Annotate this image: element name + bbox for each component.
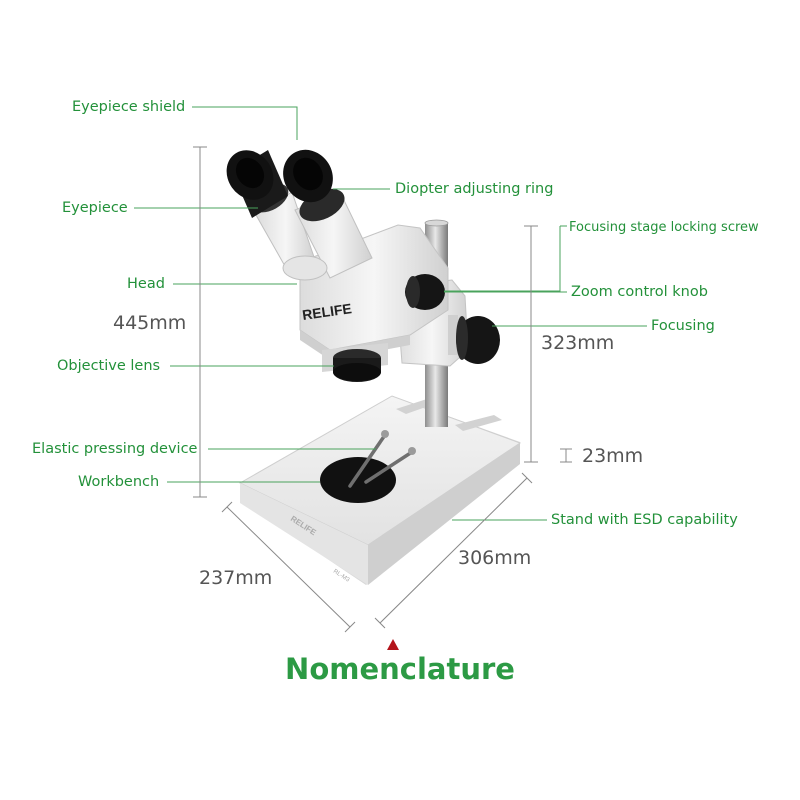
label-diopter-adjusting-ring: Diopter adjusting ring [395,181,554,197]
label-focusing: Focusing [651,318,715,334]
label-head: Head [127,276,165,292]
eyepiece-shield [226,149,333,203]
dimension-base-thickness: 23mm [582,445,644,467]
label-elastic-pressing-device: Elastic pressing device [32,441,198,457]
workbench-disc [320,457,396,503]
label-workbench: Workbench [78,474,160,490]
label-stand-with-esd: Stand with ESD capability [551,512,738,528]
dimension-lines [193,146,572,633]
page-title: Nomenclature [285,652,515,686]
label-objective-lens: Objective lens [57,358,161,374]
label-eyepiece: Eyepiece [62,200,128,216]
label-focusing-stage-locking-screw: Focusing stage locking screw [569,220,759,235]
label-eyepiece-shield: Eyepiece shield [72,99,186,115]
dimension-height: 445mm [113,312,187,334]
zoom-control-knob [405,274,445,310]
label-zoom-control-knob: Zoom control knob [571,284,708,300]
leader-lines [134,106,647,521]
title-marker-triangle [387,639,399,650]
dimension-width: 306mm [458,547,532,569]
head-brand-logo: RELIFE [301,300,353,323]
elastic-pressing-device [348,430,416,488]
dimension-depth: 237mm [199,567,273,589]
dimension-pillar: 323mm [541,332,615,354]
objective-lens [333,349,381,382]
